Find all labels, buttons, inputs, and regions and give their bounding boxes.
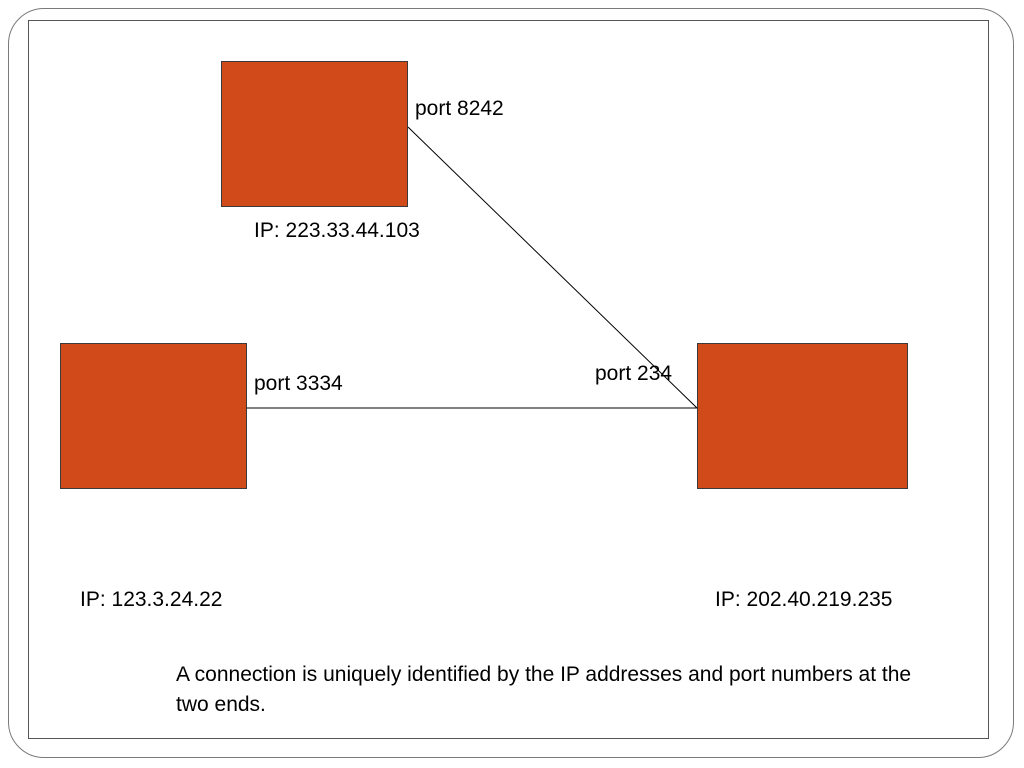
slide-outer-border: [8, 8, 1014, 758]
port-label-right: port 234: [595, 362, 673, 385]
connection-line-top-to-right: [407, 126, 698, 409]
host-box-right: [697, 343, 908, 489]
ip-label-left: IP: 123.3.24.22: [80, 588, 223, 611]
ip-label-top: IP: 223.33.44.103: [254, 219, 420, 242]
caption-text: A connection is uniquely identified by t…: [176, 663, 912, 716]
port-label-left: port 3334: [254, 372, 343, 395]
ip-label-right: IP: 202.40.219.235: [715, 588, 893, 611]
host-box-top: [221, 61, 408, 207]
slide-inner-border: [28, 20, 989, 739]
port-label-top: port 8242: [415, 97, 504, 120]
host-box-left: [60, 343, 247, 489]
